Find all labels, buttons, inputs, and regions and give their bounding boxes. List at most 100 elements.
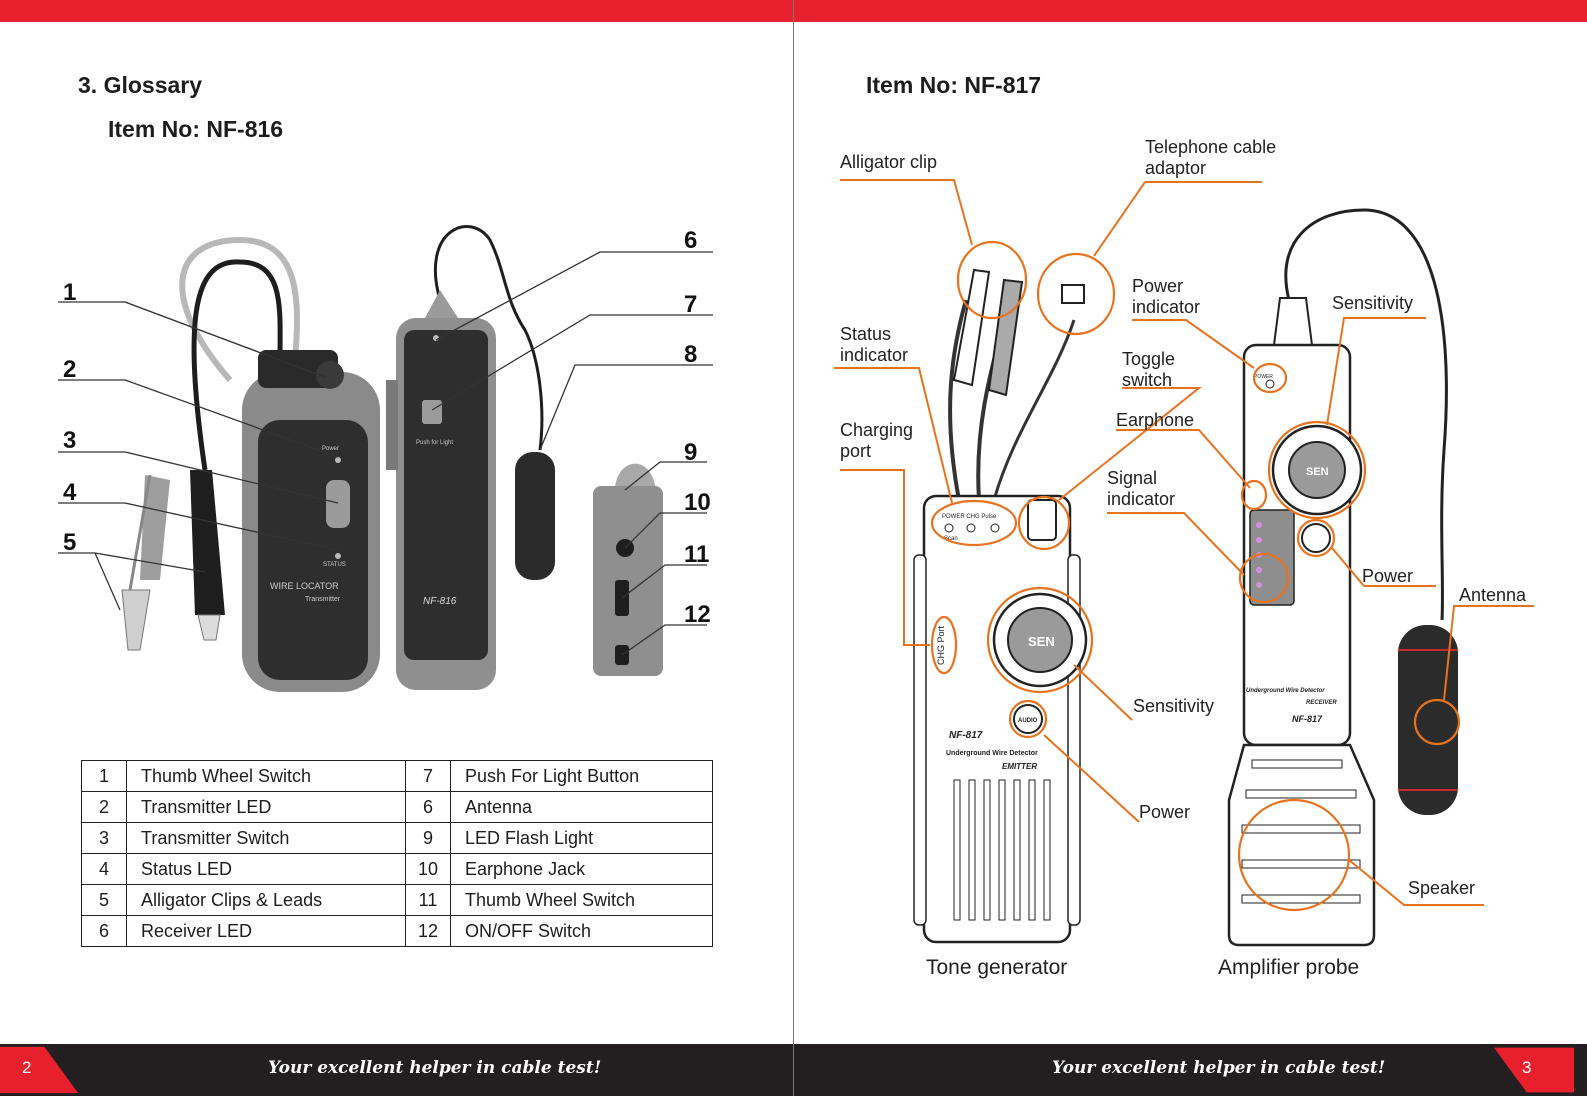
section-title: 3. Glossary <box>78 72 203 98</box>
table-cell-term: Earphone Jack <box>450 853 713 885</box>
generator-leds-print: POWER CHG Pulse <box>942 514 997 520</box>
callout-lines <box>58 251 713 656</box>
table-cell-num: 3 <box>81 822 127 854</box>
receiver-model-print: NF-816 <box>423 596 457 607</box>
callout-1: 1 <box>63 279 76 306</box>
generator-dial-label: SEN <box>1028 634 1055 649</box>
label-toggle-switch: Toggle <box>1122 349 1175 369</box>
table-cell-num: 5 <box>81 884 127 916</box>
generator-name-print: Underground Wire Detector <box>946 750 1038 757</box>
page-divider <box>793 0 794 1096</box>
probe-dial-label: SEN <box>1306 466 1329 478</box>
transmitter-body: Power WIRE LOCATOR Transmitter STATUS <box>242 350 380 692</box>
generator-chg-port-print: CHG Port <box>936 625 946 665</box>
callout-rings <box>930 240 1461 912</box>
probe-model-print: NF-817 <box>1292 714 1323 724</box>
label-telephone-cable-2: adaptor <box>1145 158 1206 178</box>
table-cell-term: Receiver LED <box>126 915 406 947</box>
callout-lines <box>834 179 1534 906</box>
label-sensitivity-generator: Sensitivity <box>1133 696 1214 716</box>
table-cell-num: 11 <box>405 884 451 916</box>
table-cell-term: Antenna <box>450 791 713 823</box>
table-cell-term: Transmitter Switch <box>126 822 406 854</box>
page-right: Item No: NF-817 POWER CHG Pulse Scan SEN… <box>794 0 1587 1096</box>
glossary-table: 1 Thumb Wheel Switch 7 Push For Light Bu… <box>81 760 713 947</box>
receiver-side-view <box>593 463 663 676</box>
table-cell-term: Transmitter LED <box>126 791 406 823</box>
callout-8: 8 <box>684 341 697 368</box>
table-cell-num: 9 <box>405 822 451 854</box>
audio-button-label: AUDIO <box>1018 718 1038 724</box>
alligator-clip-black <box>190 470 225 641</box>
footer-left: 2 Your excellent helper in cable test! <box>0 1044 793 1096</box>
caption-tone-generator: Tone generator <box>926 956 1067 979</box>
table-cell-term: ON/OFF Switch <box>450 915 713 947</box>
label-toggle-switch-2: switch <box>1122 370 1172 390</box>
transmitter-lead-black <box>191 259 283 471</box>
label-antenna: Antenna <box>1459 585 1527 605</box>
callout-5: 5 <box>63 529 76 556</box>
table-cell-num: 4 <box>81 853 127 885</box>
table-row: 3 Transmitter Switch 9 LED Flash Light <box>81 822 713 854</box>
table-cell-num: 1 <box>81 760 127 792</box>
transmitter-name-print: WIRE LOCATOR <box>270 581 339 591</box>
probe-type-print: RECEIVER <box>1306 700 1337 706</box>
label-charging-port-2: port <box>840 441 871 461</box>
transmitter-sub-print: Transmitter <box>305 596 341 603</box>
table-cell-term: Thumb Wheel Switch <box>126 760 406 792</box>
probe-name-print: Underground Wire Detector <box>1246 688 1325 694</box>
generator-model-print: NF-817 <box>949 730 983 741</box>
label-charging-port: Charging <box>840 420 913 440</box>
callout-3: 3 <box>63 427 76 454</box>
transmitter-status-print: STATUS <box>323 562 346 568</box>
table-cell-num: 2 <box>81 791 127 823</box>
caption-amplifier-probe: Amplifier probe <box>1218 956 1359 979</box>
table-cell-num: 6 <box>81 915 127 947</box>
telephone-adaptor-plug <box>1061 284 1085 304</box>
label-earphone: Earphone <box>1116 410 1194 430</box>
page-number: 2 <box>22 1058 32 1077</box>
nf817-illustration: POWER CHG Pulse Scan SEN AUDIO NF-817 Un… <box>834 137 1534 979</box>
footer-right: 3 Your excellent helper in cable test! <box>794 1044 1587 1096</box>
transmitter-power-print: Power <box>322 446 339 452</box>
transmitter-lead-gray <box>179 236 300 382</box>
tone-generator-body: POWER CHG Pulse Scan SEN AUDIO NF-817 Un… <box>913 494 1088 944</box>
label-status-indicator-2: indicator <box>840 345 908 365</box>
label-signal-indicator-2: indicator <box>1107 489 1175 509</box>
table-row: 6 Receiver LED 12 ON/OFF Switch <box>81 915 713 947</box>
callout-4: 4 <box>63 479 77 506</box>
label-speaker: Speaker <box>1408 878 1475 898</box>
nf816-illustration: Power WIRE LOCATOR Transmitter STATUS NF… <box>58 225 713 692</box>
table-cell-term: Alligator Clips & Leads <box>126 884 406 916</box>
page-number-tab <box>0 1046 79 1094</box>
probe-power-button <box>1301 523 1331 553</box>
generator-type-print: EMITTER <box>1002 762 1037 771</box>
generator-scan-print: Scan <box>944 536 958 542</box>
item-title-nf817: Item No: NF-817 <box>866 72 1042 98</box>
probe-power-print: POWER <box>1254 374 1273 380</box>
callout-10: 10 <box>684 489 711 516</box>
label-alligator-clip: Alligator clip <box>840 152 937 172</box>
table-cell-term: Status LED <box>126 853 406 885</box>
table-cell-term: LED Flash Light <box>450 822 713 854</box>
callout-7: 7 <box>684 291 697 318</box>
table-row: 4 Status LED 10 Earphone Jack <box>81 853 713 885</box>
top-red-bar <box>0 0 793 22</box>
callout-9: 9 <box>684 439 697 466</box>
receiver-antenna-wire <box>433 225 544 451</box>
alligator-clip-gray <box>121 474 170 651</box>
callout-6: 6 <box>684 227 697 254</box>
label-telephone-cable: Telephone cable <box>1145 137 1276 157</box>
receiver-pushlight-print: Push for Light <box>416 440 453 446</box>
footer-slogan: Your excellent helper in cable test! <box>268 1058 602 1078</box>
label-power-generator: Power <box>1139 802 1190 822</box>
table-row: 2 Transmitter LED 6 Antenna <box>81 791 713 823</box>
page-number: 3 <box>1522 1058 1532 1077</box>
receiver-antenna <box>515 452 555 580</box>
amplifier-probe-body: POWER SEN Underground Wire Detector RECE… <box>1227 297 1376 947</box>
page-number-tab <box>1494 1047 1574 1093</box>
callout-2: 2 <box>63 356 76 383</box>
footer-slogan: Your excellent helper in cable test! <box>1052 1058 1386 1078</box>
table-cell-num: 7 <box>405 760 451 792</box>
alligator-clip-gray <box>987 278 1024 397</box>
